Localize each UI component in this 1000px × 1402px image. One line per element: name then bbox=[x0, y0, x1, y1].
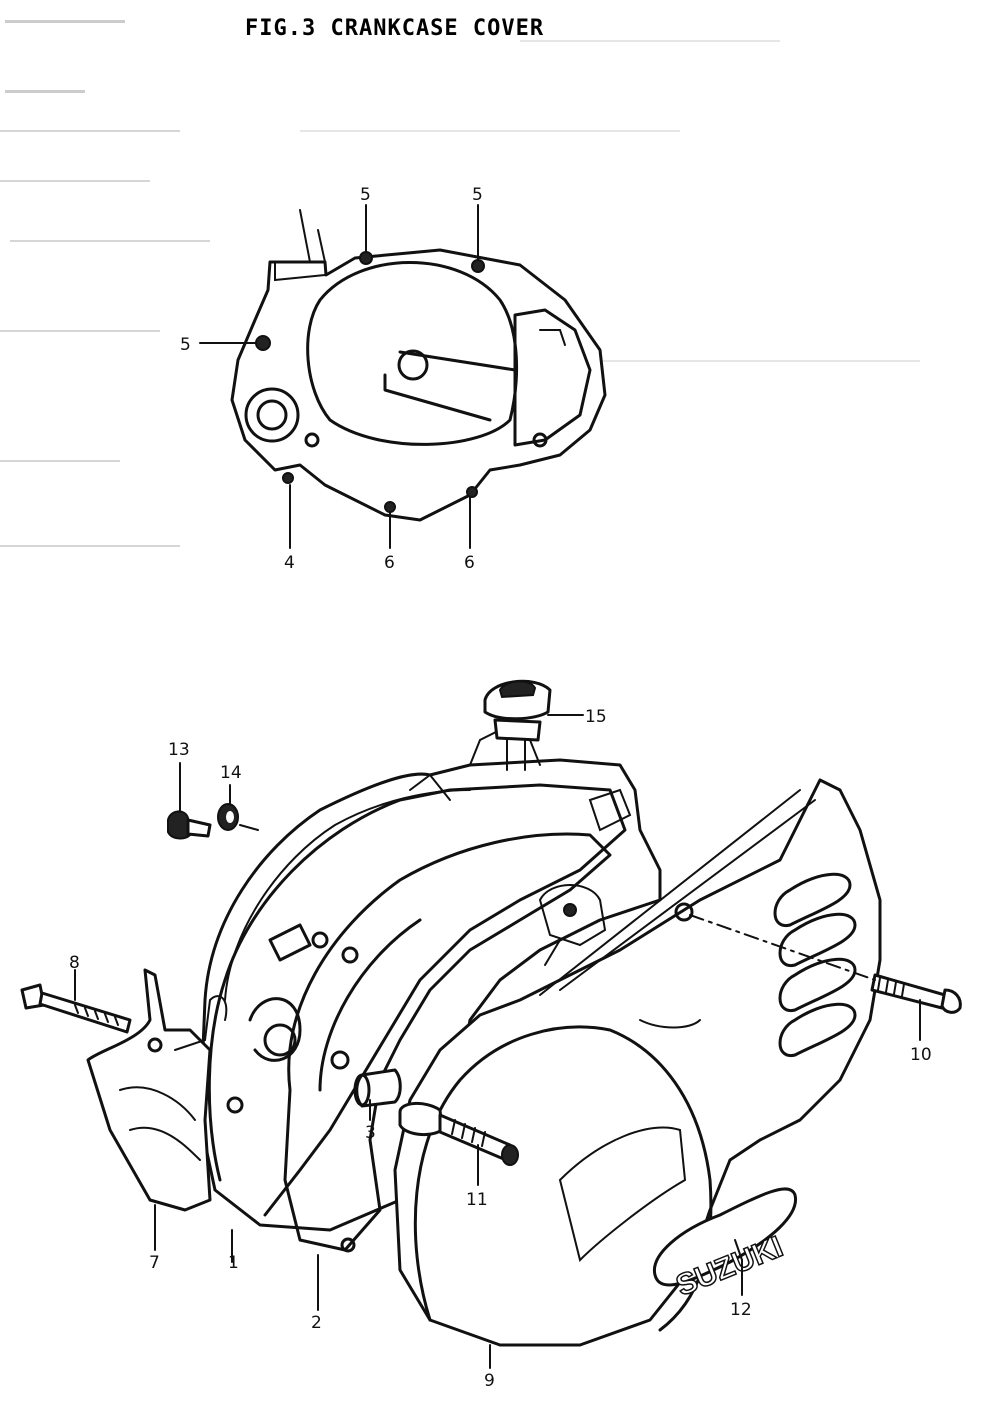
dowel-pin-3 bbox=[353, 1068, 402, 1108]
washer-14 bbox=[217, 803, 239, 831]
label-10: 10 bbox=[910, 1045, 932, 1065]
outer-cover-9 bbox=[393, 778, 882, 1347]
label-4: 4 bbox=[284, 553, 295, 573]
front-boss bbox=[248, 884, 607, 1062]
bolt-11 bbox=[398, 1102, 519, 1166]
label-7: 7 bbox=[149, 1253, 160, 1273]
label-5-b: 5 bbox=[472, 185, 483, 205]
leader-lines-bottom bbox=[74, 714, 921, 1369]
label-1: 1 bbox=[228, 1253, 239, 1273]
label-15: 15 bbox=[585, 707, 607, 727]
screw-13 bbox=[167, 810, 212, 840]
bolt-10 bbox=[689, 914, 962, 1014]
gasket-2 bbox=[283, 832, 612, 1253]
guard-7 bbox=[86, 968, 228, 1212]
label-12: 12 bbox=[730, 1300, 752, 1320]
callout-labels: 5 5 5 4 6 6 15 13 14 8 10 3 11 7 1 2 12 … bbox=[69, 185, 932, 1391]
leader-lines-top bbox=[199, 204, 479, 549]
label-8: 8 bbox=[69, 953, 80, 973]
figure-title: FIG.3 CRANKCASE COVER bbox=[245, 16, 544, 41]
label-5-a: 5 bbox=[360, 185, 371, 205]
label-3: 3 bbox=[365, 1123, 376, 1143]
label-5-c: 5 bbox=[180, 335, 191, 355]
label-2: 2 bbox=[311, 1313, 322, 1333]
inner-crankcase-cover bbox=[230, 209, 607, 522]
label-9: 9 bbox=[484, 1371, 495, 1391]
label-11: 11 bbox=[466, 1190, 488, 1210]
label-14: 14 bbox=[220, 763, 242, 783]
label-13: 13 bbox=[168, 740, 190, 760]
scan-noise bbox=[0, 20, 920, 547]
oil-filler-cap-15 bbox=[483, 679, 552, 771]
label-6-a: 6 bbox=[384, 553, 395, 573]
bolt-8 bbox=[20, 983, 132, 1034]
label-6-b: 6 bbox=[464, 553, 475, 573]
